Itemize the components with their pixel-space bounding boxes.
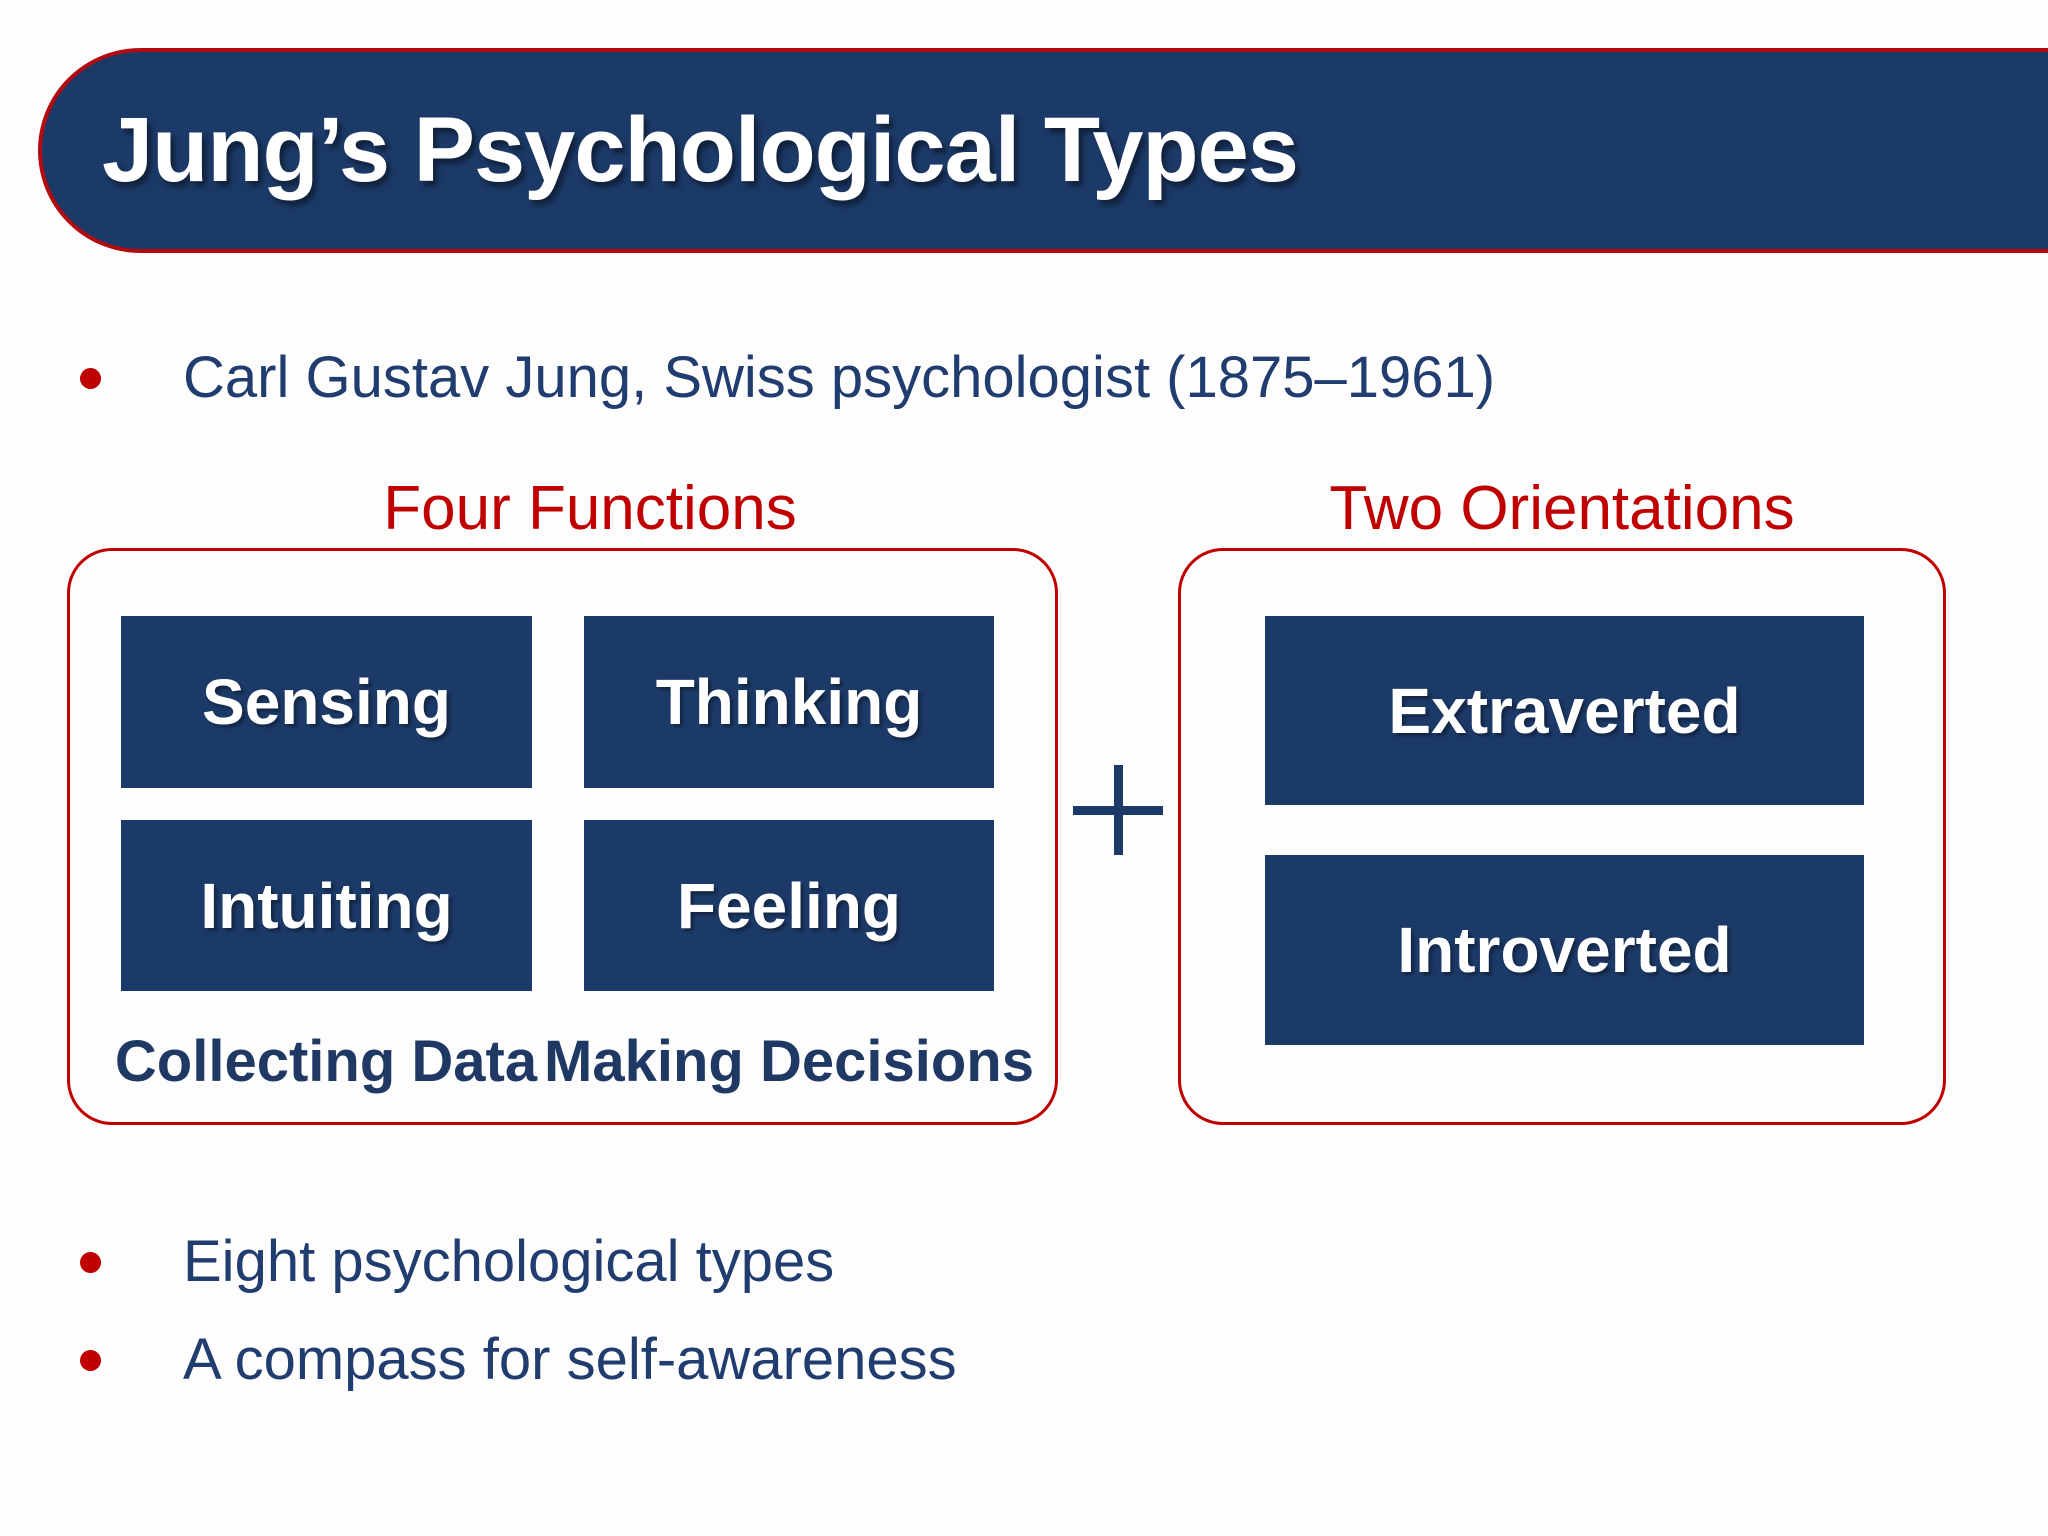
intro-bullet-row: Carl Gustav Jung, Swiss psychologist (18…	[80, 338, 1495, 418]
sensing-box-label: Sensing	[202, 666, 451, 738]
extraverted-box-label: Extraverted	[1388, 674, 1741, 747]
plus-icon	[1073, 765, 1163, 855]
title-bar: Jung’s Psychological Types	[38, 48, 2048, 253]
bottom-bullet-row-1: Eight psychological types	[80, 1222, 834, 1302]
four-functions-label: Four Functions	[383, 474, 797, 543]
bullet-dot-icon	[80, 1252, 101, 1273]
thinking-box: Thinking	[584, 616, 994, 788]
two-orientations-container: Extraverted Introverted	[1178, 548, 1946, 1125]
bottom-bullet-text-2: A compass for self-awareness	[183, 1327, 957, 1392]
bullet-dot-icon	[80, 368, 101, 389]
introverted-box: Introverted	[1265, 855, 1864, 1045]
page-title: Jung’s Psychological Types	[102, 99, 1299, 201]
intuiting-box: Intuiting	[121, 820, 532, 991]
thinking-box-label: Thinking	[655, 666, 923, 738]
bottom-bullet-row-2: A compass for self-awareness	[80, 1320, 957, 1400]
four-functions-container: Sensing Thinking Intuiting Feeling Colle…	[67, 548, 1058, 1125]
feeling-box: Feeling	[584, 820, 994, 991]
bullet-dot-icon	[80, 1350, 101, 1371]
sensing-box: Sensing	[121, 616, 532, 788]
collecting-data-caption: Collecting Data	[114, 1029, 538, 1094]
making-decisions-caption: Making Decisions	[544, 1029, 1034, 1094]
plus-icon-horizontal-bar	[1073, 806, 1163, 815]
extraverted-box: Extraverted	[1265, 616, 1864, 805]
bottom-bullet-text-1: Eight psychological types	[183, 1229, 835, 1294]
intro-bullet-text: Carl Gustav Jung, Swiss psychologist (18…	[183, 345, 1496, 410]
introverted-box-label: Introverted	[1397, 914, 1732, 986]
intuiting-box-label: Intuiting	[200, 869, 453, 942]
two-orientations-label: Two Orientations	[1329, 474, 1795, 543]
feeling-box-label: Feeling	[676, 869, 902, 942]
